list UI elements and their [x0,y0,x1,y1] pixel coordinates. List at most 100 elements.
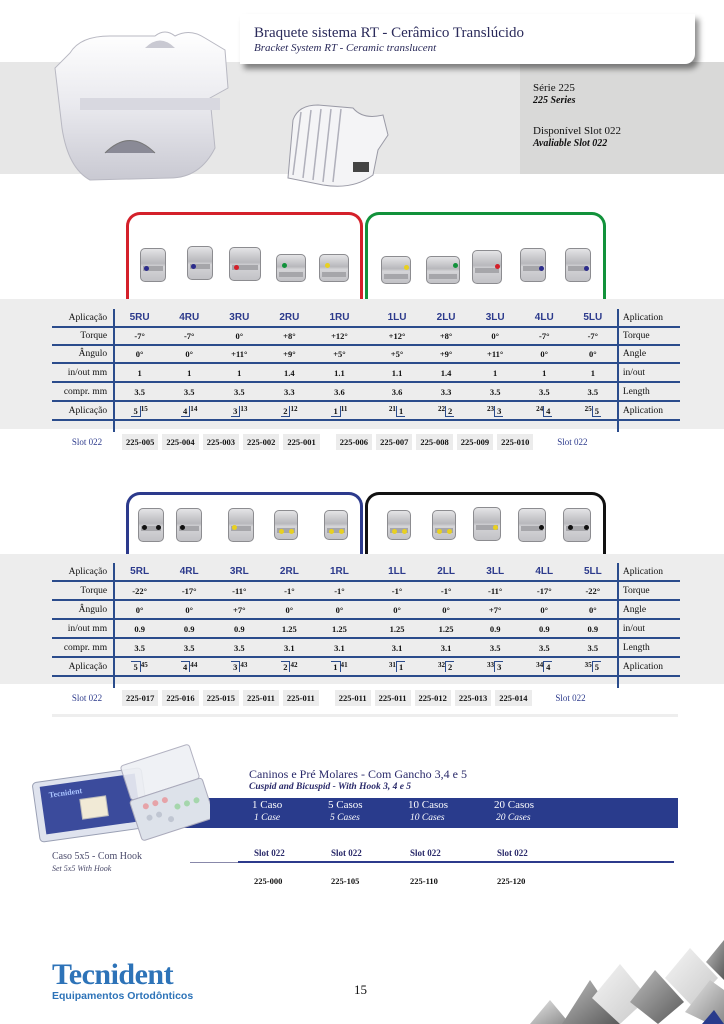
bracket-2ll [432,510,456,540]
torque-value: -22° [132,585,147,596]
row-label-en: Length [616,382,680,401]
section-divider [52,714,678,717]
product-code: 225-016 [162,690,199,706]
product-code: 225-005 [122,434,159,450]
row-label: Torque [52,581,116,600]
series-pt: Série 225 [533,82,575,94]
color-dot [402,529,407,534]
inout-value: 1.1 [334,367,345,378]
torque-value: -7° [134,331,145,341]
kit-option-1: 1 Caso 1 Case [252,799,282,824]
bracket-5lu [565,248,591,282]
col-header: 3RU [229,312,250,323]
slot-label: Slot 022 [71,437,103,447]
col-header: 2RU [279,312,300,323]
length-value: 3.5 [538,386,550,397]
row-label-en: Angle [616,600,680,619]
color-dot [142,525,147,530]
kit-product-code: 225-105 [331,876,360,886]
bracket-4rl [176,508,202,542]
col-header: 2LU [436,312,456,323]
inout-value: 1.25 [389,623,405,634]
product-code: 225-011 [282,690,319,706]
col-header: 1LL [388,566,406,577]
col-header: 5RL [130,566,150,577]
color-dot [191,264,196,269]
length-value: 3.5 [233,386,245,397]
torque-value: +8° [283,331,296,341]
inout-value: 1.4 [440,367,452,378]
series-panel [520,62,724,174]
col-header: 1RL [329,566,349,577]
bracket-photo-small [287,104,389,187]
kit-case-photo: Tecnident [32,744,210,843]
torque-value: -11° [232,585,247,596]
product-code: 225-011 [334,690,371,706]
color-dot [437,529,442,534]
row-label-en: Aplication [616,563,680,581]
color-dot [404,265,409,270]
inout-value: 1 [493,367,498,378]
title-card: Braquete sistema RT - Cerâmico Translúci… [240,14,695,64]
bracket-4ru [187,246,213,280]
length-value: 3.5 [183,642,195,653]
product-code: 225-008 [416,434,453,450]
color-dot [180,525,185,530]
inout-value: 1 [542,367,547,378]
length-value: 3.5 [538,642,550,653]
col-header: 3LU [485,312,505,323]
length-value: 3.5 [489,642,501,653]
option-label-pt: 10 Casos [408,799,449,811]
length-value: 3.3 [440,386,452,397]
inout-value: 0.9 [587,623,599,634]
lower-brackets-row [0,505,724,545]
page-number: 15 [354,982,367,997]
torque-value: -1° [440,585,452,596]
color-dot [447,529,452,534]
angle-value: 0° [589,604,597,615]
col-header: 3LL [486,566,505,577]
kit-title-en: Cuspid and Bicuspid - With Hook 3, 4 e 5 [249,782,412,792]
inout-value: 0.9 [134,623,145,634]
slot-availability-en: Avaliable Slot 022 [533,138,608,149]
inout-value: 0.9 [489,623,501,634]
slot-label: Slot 022 [557,437,588,447]
upper-codes-row: Slot 022 225-005 225-004 225-003 225-002… [52,434,682,450]
angle-value: +11° [487,349,504,359]
angle-value: 0° [442,604,450,615]
row-label: Ângulo [52,345,116,363]
row-label-en: in/out [616,619,680,638]
inout-value: 0.9 [183,623,195,634]
upper-left-quadrant-frame [365,212,606,300]
row-label: in/out mm [52,363,116,382]
row-label-en: Torque [616,581,680,600]
kit-caption-pt: Caso 5x5 - Com Hook [52,851,142,862]
kit-slot-label: Slot 022 [254,848,285,858]
slot-availability-pt: Disponível Slot 022 [533,125,622,137]
color-dot [279,529,284,534]
color-dot [568,525,573,530]
color-dot [453,263,458,268]
angle-value: +7° [488,604,502,615]
product-code: 225-010 [497,434,534,450]
angle-value: 0° [185,349,194,359]
color-dot [493,525,498,530]
kit-slot-label: Slot 022 [497,848,528,858]
option-label-en: 1 Case [254,813,281,823]
upper-right-quadrant-frame [126,212,363,300]
torque-value: -17° [536,585,552,596]
inout-value: 1.25 [332,623,347,634]
brand-tagline: Equipamentos Ortodônticos [52,990,194,1002]
decorative-diamond-pattern [530,940,724,1024]
